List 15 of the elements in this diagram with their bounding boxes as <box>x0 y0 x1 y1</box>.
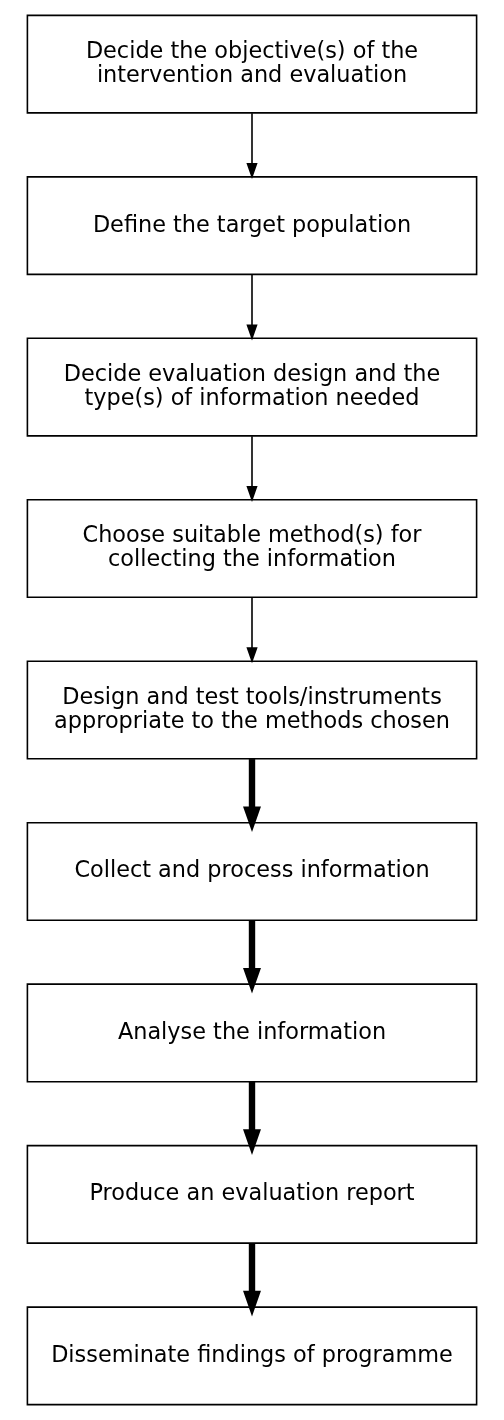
arrow <box>246 435 258 502</box>
arrow <box>243 920 261 994</box>
node-box: Collect and process information <box>26 821 478 921</box>
node-box: Decide the objective(s) of the intervention and evaluation <box>26 14 478 114</box>
arrow <box>246 273 258 341</box>
node-box: Produce an evaluation report <box>26 1144 478 1244</box>
arrow <box>246 112 258 179</box>
arrow <box>243 1243 261 1317</box>
node-box: Analyse the information <box>26 983 478 1083</box>
node-box: Decide evaluation design and the type(s) of information needed <box>26 337 478 437</box>
node-box: Design and test tools/instruments appropriate to the methods chosen <box>26 660 478 760</box>
arrow <box>246 596 258 664</box>
node-box: Define the target population <box>26 176 478 276</box>
node-box: Choose suitable method(s) for collecting the information <box>26 498 478 599</box>
node-box: Disseminate findings of programme <box>26 1306 478 1406</box>
